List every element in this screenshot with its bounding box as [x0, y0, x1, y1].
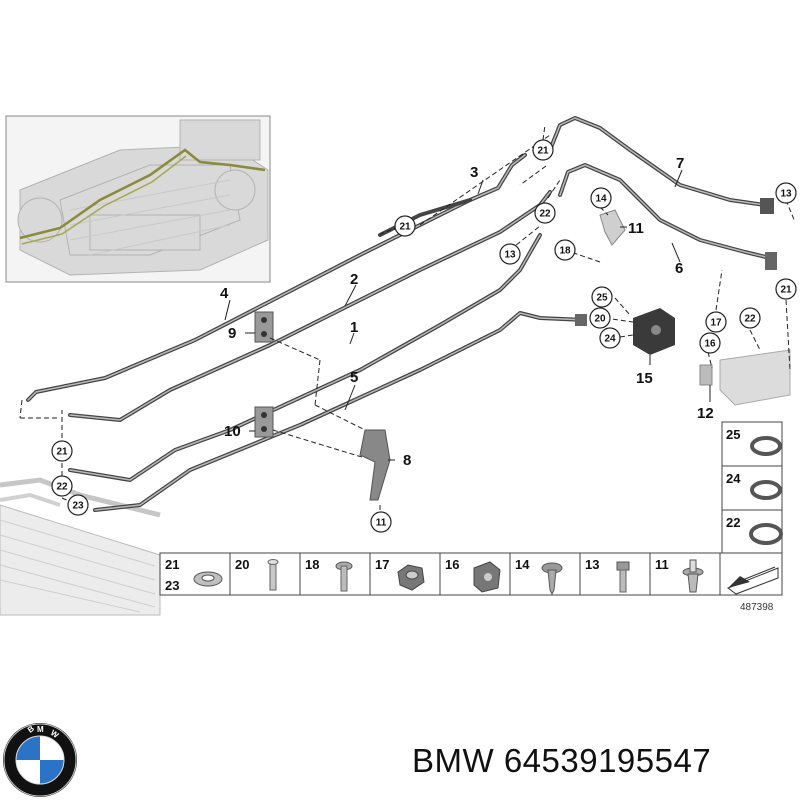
callout-text: 23 — [72, 501, 84, 512]
legend-label: 16 — [445, 557, 459, 572]
o-ring-legend: 25 24 22 — [721, 421, 783, 554]
o-ring-icon — [750, 436, 782, 456]
callout-11: 11 — [370, 511, 392, 533]
expansion-valve — [633, 308, 675, 355]
legend-label: 18 — [305, 557, 319, 572]
part-label: 7 — [676, 155, 684, 172]
legend-label: 11 — [655, 557, 669, 572]
callout-18: 18 — [554, 239, 576, 261]
callout-22: 22 — [51, 475, 73, 497]
legend-label: 20 — [235, 557, 249, 572]
callout-21: 21 — [51, 440, 73, 462]
legend-label: 25 — [726, 427, 740, 442]
legend-label: 23 — [165, 578, 179, 593]
part-label: 2 — [350, 271, 358, 288]
callout-text: 22 — [56, 482, 68, 493]
pin-icon — [267, 559, 279, 591]
callout-13: 13 — [775, 182, 797, 204]
callout-text: 21 — [56, 447, 68, 458]
o-ring-icon — [749, 523, 783, 545]
callout-21: 21 — [394, 215, 416, 237]
svg-text:B: B — [26, 724, 36, 735]
callout-text: 18 — [559, 246, 571, 257]
o-ring-icon — [750, 480, 782, 500]
tapping-screw-icon — [541, 562, 563, 596]
part-label: 10 — [224, 423, 241, 440]
callout-text: 21 — [399, 222, 411, 233]
clip-9 — [254, 311, 274, 343]
legend-label: 21 — [165, 557, 179, 572]
brand-part-number: BMW 64539195547 — [412, 742, 712, 779]
callout-21: 21 — [775, 278, 797, 300]
bracket-8 — [359, 429, 391, 501]
callout-25: 25 — [591, 286, 613, 308]
clip-10 — [254, 406, 274, 438]
expansion-rivet-icon — [682, 559, 704, 593]
callout-22: 22 — [534, 202, 556, 224]
part-label: 6 — [675, 260, 683, 277]
callout-text: 22 — [744, 314, 756, 325]
callout-14: 14 — [590, 187, 612, 209]
svg-text:W: W — [49, 728, 61, 740]
callout-24: 24 — [599, 327, 621, 349]
part-label: 8 — [403, 452, 411, 469]
washer-icon — [193, 571, 223, 587]
screw-icon — [335, 561, 353, 592]
part-labels: 1 2 3 4 5 6 7 8 9 10 11 12 15 19 — [220, 155, 714, 469]
callout-21: 21 — [532, 139, 554, 161]
callout-text: 17 — [710, 318, 722, 329]
circled-labels: 21212121212222222313131416171820242511 — [51, 139, 797, 533]
part-label: 12 — [697, 405, 714, 422]
legend-label: 14 — [515, 557, 530, 572]
fastener-legend: 21 23 20 18 17 16 14 13 11 — [159, 552, 783, 613]
callout-text: 22 — [539, 209, 551, 220]
hex-nut-icon — [397, 564, 425, 591]
bmw-logo: B M W — [3, 723, 77, 797]
callout-text: 21 — [780, 285, 792, 296]
callout-text: 11 — [376, 518, 387, 529]
part-label: 4 — [220, 285, 229, 302]
callout-22: 22 — [739, 307, 761, 329]
bolt-icon — [616, 561, 630, 593]
part-label: 1 — [350, 319, 358, 336]
callout-16: 16 — [699, 332, 721, 354]
clamp-icon — [473, 561, 501, 593]
refrigerant-lines — [26, 116, 777, 512]
legend-label: 17 — [375, 557, 389, 572]
callout-text: 13 — [780, 189, 792, 200]
legend-label: 24 — [726, 471, 741, 486]
part-label: 3 — [470, 164, 478, 181]
part-label: 11 — [628, 220, 644, 237]
legend-label: 22 — [726, 515, 740, 530]
callout-text: 25 — [596, 293, 608, 304]
callout-13: 13 — [499, 243, 521, 265]
callout-text: 14 — [595, 194, 607, 205]
drawing-number: 487398 — [740, 602, 774, 613]
part-label: 5 — [350, 369, 358, 386]
dryer-bracket — [699, 349, 791, 406]
callout-17: 17 — [705, 311, 727, 333]
svg-text:M: M — [37, 725, 44, 734]
callout-text: 21 — [537, 146, 549, 157]
callout-23: 23 — [67, 494, 89, 516]
part-label: 15 — [636, 370, 653, 387]
callout-text: 13 — [504, 250, 516, 261]
callout-text: 16 — [704, 339, 716, 350]
legend-label: 13 — [585, 557, 599, 572]
callout-text: 20 — [594, 314, 606, 325]
gasket-wedge-icon — [726, 566, 779, 595]
callout-20: 20 — [589, 307, 611, 329]
vehicle-overview-inset — [5, 115, 271, 283]
part-label: 9 — [228, 325, 236, 342]
bracket-12 — [599, 209, 626, 246]
callout-text: 24 — [604, 334, 616, 345]
